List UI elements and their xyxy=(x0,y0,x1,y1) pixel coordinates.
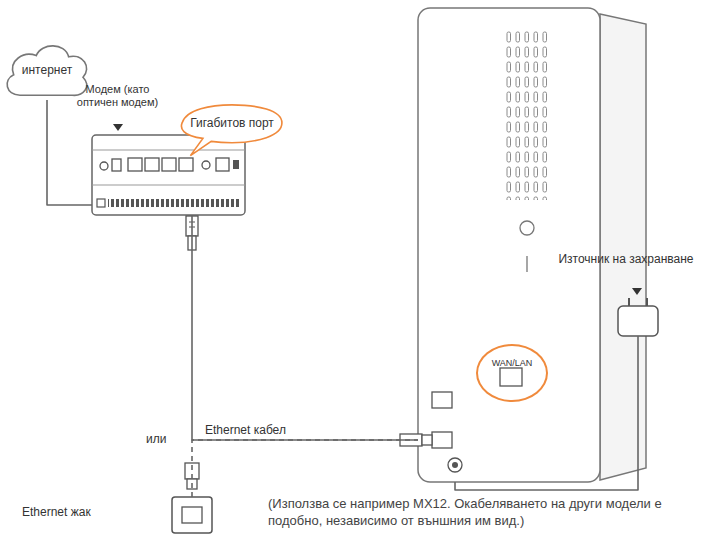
cable-connector xyxy=(192,440,418,497)
cloud-node: интернет xyxy=(2,40,92,100)
port-callout: WAN/LAN xyxy=(476,344,548,402)
jack-node: Ethernet жак xyxy=(172,497,212,533)
device-label: Ethernet жак xyxy=(22,505,122,519)
note-label: или xyxy=(146,432,166,446)
pointer-triangle xyxy=(113,124,123,131)
router-body xyxy=(418,8,646,482)
bubble-shape xyxy=(181,105,281,156)
callout-bubble: Гигабитов порт xyxy=(180,104,284,147)
cloud-shape xyxy=(7,46,87,95)
cable-connector xyxy=(192,215,418,440)
pointer-triangle xyxy=(632,288,642,295)
modem-node: Модем (като оптичен модем) xyxy=(92,135,245,215)
modem-body xyxy=(92,135,245,215)
device-label: Източник на захранване xyxy=(556,252,696,266)
cable-connector xyxy=(47,100,92,205)
figure-caption: (Използва се например MX12. Окабеляванет… xyxy=(268,496,693,530)
cable-label: Ethernet кабел xyxy=(205,423,286,437)
router-node: WAN/LAN xyxy=(418,8,646,482)
cloud-label: интернет xyxy=(16,63,78,77)
power-adapter xyxy=(618,298,658,336)
device-label: Модем (като оптичен модем) xyxy=(70,83,165,109)
wall-jack xyxy=(172,497,212,533)
port-label: WAN/LAN xyxy=(492,358,533,368)
callout-text: Гигабитов порт xyxy=(184,116,280,130)
cable-connector xyxy=(455,336,638,490)
power-node: Източник на захранване xyxy=(618,306,658,336)
